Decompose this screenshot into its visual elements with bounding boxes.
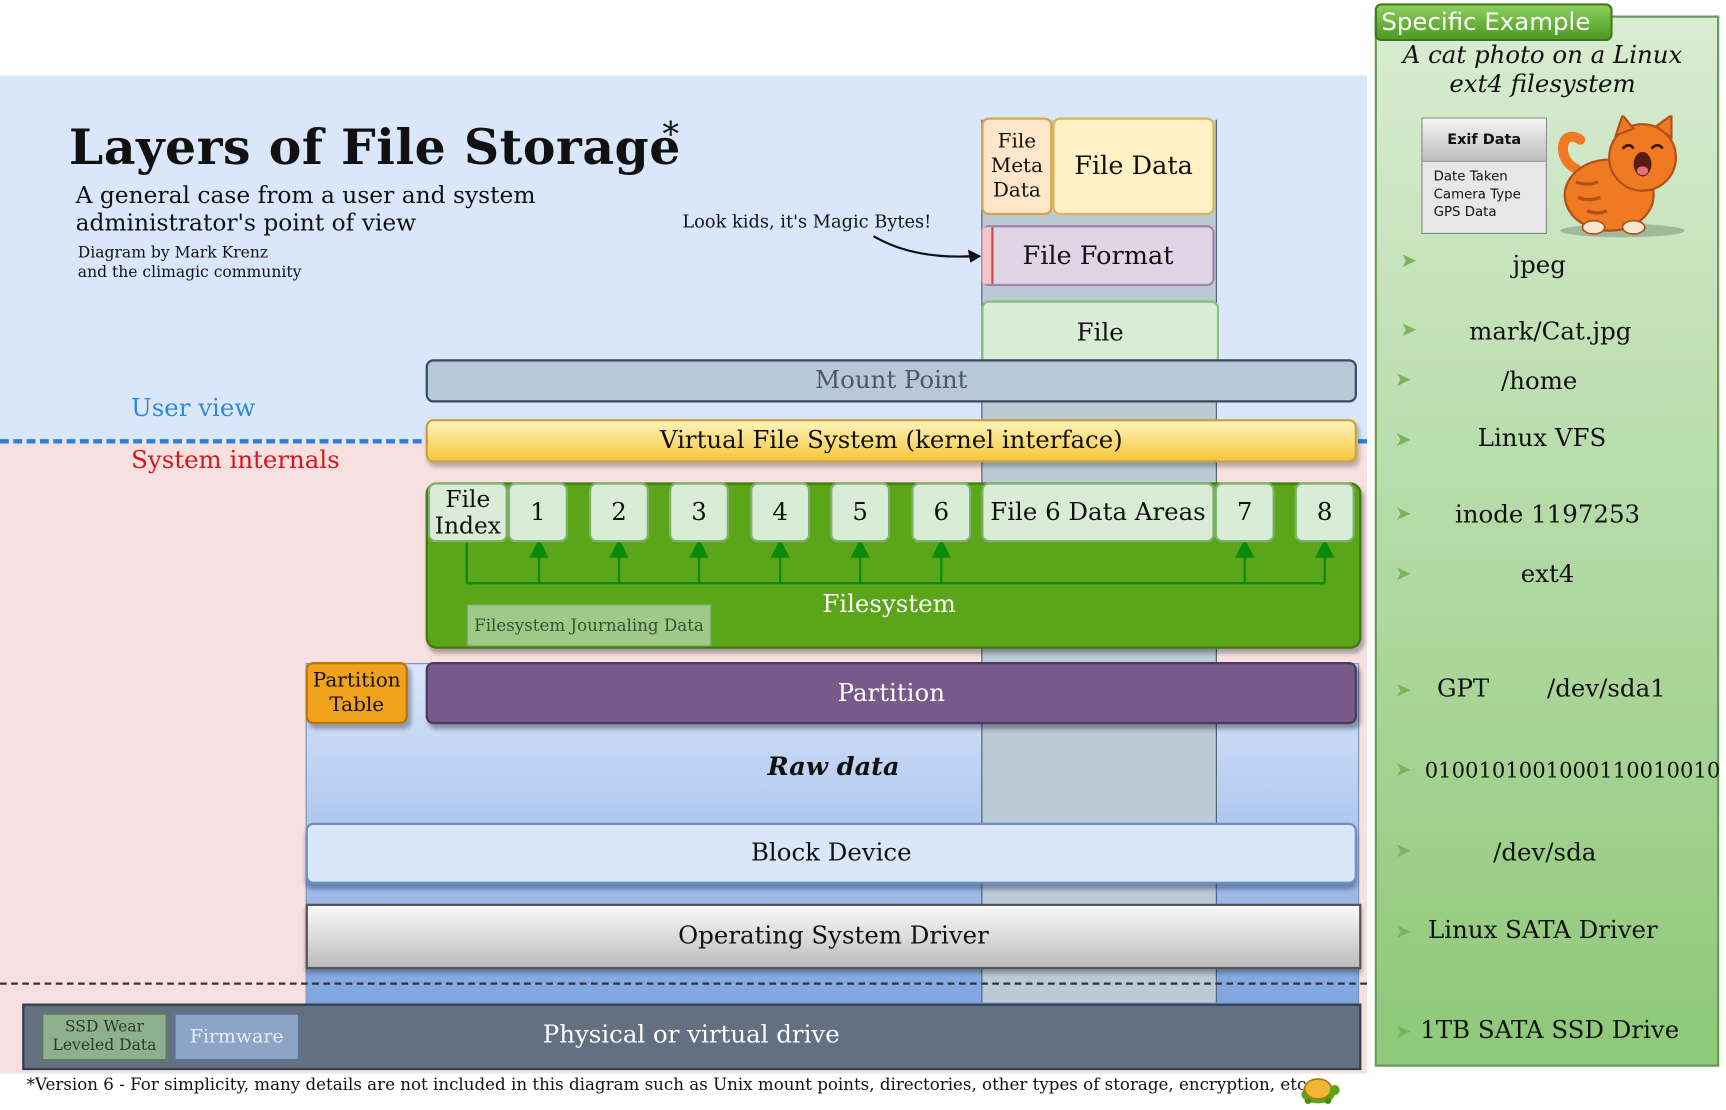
exif-data-box: Exif Data Date Taken Camera Type GPS Dat…: [1421, 117, 1547, 234]
file-box: File: [981, 300, 1220, 363]
cat-photo-icon: [1557, 115, 1685, 238]
magic-bytes-arrow: [872, 235, 982, 263]
arrow-right-icon: ➤: [1394, 920, 1412, 944]
example-drive: 1TB SATA SSD Drive: [1420, 1016, 1680, 1045]
arrow-right-icon: ➤: [1400, 318, 1418, 342]
example-file: mark/Cat.jpg: [1469, 317, 1632, 346]
specific-example-subtitle: A cat photo on a Linux ext4 filesystem: [1376, 42, 1709, 100]
meta-line: File: [997, 129, 1037, 154]
raw-data-label: Raw data: [767, 751, 900, 782]
example-fs: ext4: [1520, 560, 1575, 589]
fs-slot-1: 1: [507, 482, 568, 543]
firmware-box: Firmware: [173, 1012, 301, 1062]
specific-example-header: Specific Example: [1374, 3, 1613, 42]
fs-slot-7: 7: [1214, 482, 1275, 543]
file-meta-data-box: File Meta Data: [981, 117, 1053, 216]
turtle-icon: [1301, 1078, 1340, 1104]
subtitle-line: administrator's point of view: [75, 209, 417, 237]
arrow-right-icon: ➤: [1394, 502, 1412, 526]
journal-data-box: Filesystem Journaling Data: [466, 604, 712, 647]
example-subtitle-line: A cat photo on a Linux: [1402, 42, 1683, 70]
partition-layer: Partition: [425, 662, 1357, 725]
fs-slot-3: 3: [669, 482, 730, 543]
arrow-right-icon: ➤: [1394, 839, 1412, 863]
ssd-wear-box: SSD Wear Leveled Data: [41, 1012, 168, 1062]
vfs-layer: Virtual File System (kernel interface): [425, 419, 1357, 463]
arrow-right-icon: ➤: [1394, 758, 1412, 782]
arrow-right-icon: ➤: [1394, 368, 1412, 392]
subtitle-line: A general case from a user and system: [75, 181, 536, 209]
example-raw-data: 0100101001000110010010: [1424, 758, 1721, 783]
diagram-credits: Diagram by Mark Krenz and the climagic c…: [78, 243, 434, 283]
example-partition: /dev/sda1: [1546, 675, 1666, 704]
ssd-line: SSD Wear: [64, 1017, 145, 1036]
user-view-label: User view: [131, 394, 256, 423]
block-device-layer: Block Device: [305, 822, 1357, 884]
exif-fields: Date Taken Camera Type GPS Data: [1434, 167, 1545, 220]
credits-line: and the climagic community: [77, 263, 302, 282]
example-mount: /home: [1501, 367, 1578, 396]
diagram-title: Layers of File Storage: [68, 119, 681, 177]
fs-slot-file-index: File Index: [427, 482, 508, 543]
drive-label: Physical or virtual drive: [542, 1020, 840, 1049]
hardware-divider: [0, 982, 1367, 985]
file-index-line: Index: [434, 512, 501, 539]
arrow-right-icon: ➤: [1394, 1020, 1412, 1044]
fs-slot-6: 6: [911, 482, 972, 543]
example-driver: Linux SATA Driver: [1428, 917, 1658, 945]
fs-slot-5: 5: [830, 482, 891, 543]
file-data-box: File Data: [1052, 117, 1215, 216]
mount-point-layer: Mount Point: [425, 359, 1357, 403]
footnote: *Version 6 - For simplicity, many detail…: [26, 1074, 1312, 1095]
example-index: inode 1197253: [1454, 500, 1641, 529]
system-internals-label: System internals: [131, 446, 340, 475]
ssd-line: Leveled Data: [52, 1036, 157, 1055]
arrow-right-icon: ➤: [1394, 678, 1412, 702]
arrow-right-icon: ➤: [1400, 249, 1418, 273]
example-subtitle-line: ext4 filesystem: [1449, 70, 1636, 99]
fs-slot-8: 8: [1294, 482, 1355, 543]
arrow-right-icon: ➤: [1394, 562, 1412, 586]
example-format: jpeg: [1512, 251, 1566, 279]
file-index-line: File: [445, 485, 491, 513]
partition-table-box: Partition Table: [305, 662, 408, 725]
exif-title: Exif Data: [1422, 118, 1546, 162]
arrow-right-icon: ➤: [1394, 428, 1412, 452]
os-driver-layer: Operating System Driver: [305, 903, 1362, 970]
exif-field: Camera Type: [1433, 186, 1521, 202]
exif-field: GPS Data: [1433, 204, 1497, 220]
example-block-device: /dev/sda: [1493, 838, 1597, 867]
exif-field: Date Taken: [1433, 168, 1508, 185]
title-asterisk: *: [662, 115, 680, 155]
fs-slot-data-areas: File 6 Data Areas: [981, 482, 1215, 543]
meta-line: Data: [992, 178, 1041, 202]
magic-bytes-marker: [982, 227, 994, 284]
example-partition-table: GPT: [1436, 675, 1490, 704]
diagram-subtitle: A general case from a user and system ad…: [76, 182, 632, 237]
partition-table-line: Table: [329, 693, 385, 717]
filesystem-index-arrows: [465, 538, 1335, 585]
meta-line: Meta: [990, 154, 1044, 178]
filesystem-label: Filesystem: [822, 591, 956, 619]
magic-bytes-note: Look kids, it's Magic Bytes!: [682, 210, 932, 232]
example-vfs: Linux VFS: [1477, 424, 1607, 452]
partition-table-line: Partition: [312, 668, 401, 692]
fs-slot-2: 2: [589, 482, 650, 543]
file-format-box: File Format: [981, 225, 1215, 287]
fs-slot-4: 4: [750, 482, 811, 543]
credits-line: Diagram by Mark Krenz: [77, 243, 269, 262]
